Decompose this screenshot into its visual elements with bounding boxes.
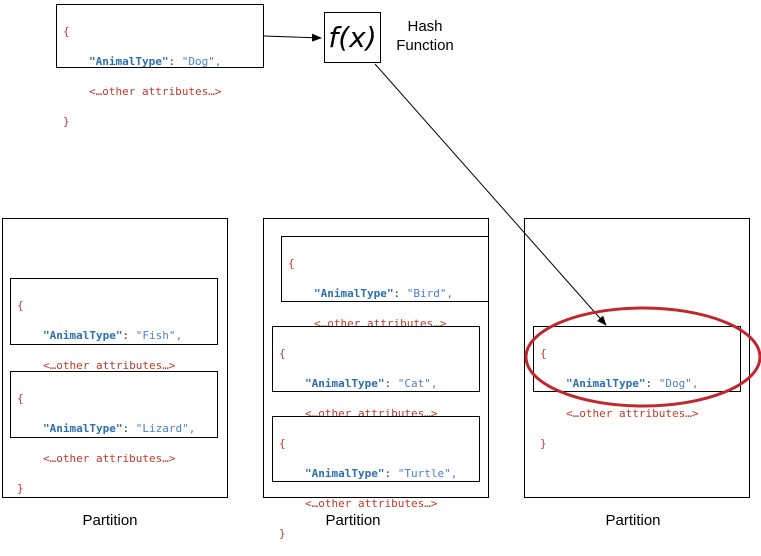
record-open-brace: {: [63, 25, 70, 38]
partition-3-record-1: { "AnimalType": "Dog", <…other attribute…: [533, 326, 741, 450]
record-other-attributes: <…other attributes…>: [89, 85, 222, 98]
record-colon: :: [168, 55, 182, 68]
highlight-ellipse: [524, 306, 761, 408]
partition-1-record-1: { "AnimalType": "Fish", <…other attribut…: [10, 278, 218, 402]
connectors: [263, 33, 761, 408]
hash-function-label: Hash Function: [396, 18, 454, 54]
hash-function-box: f(x): [324, 12, 381, 63]
arrow-hash-to-partition: [374, 63, 607, 326]
record-close-brace: }: [63, 115, 70, 128]
input-record: { "AnimalType": "Dog", <…other attribute…: [56, 4, 264, 128]
partition-2-record-3: { "AnimalType": "Turtle", <…other attrib…: [272, 416, 480, 540]
arrow-record-to-hash: [263, 33, 322, 42]
partition-2-label: Partition: [325, 512, 381, 529]
partition-3-label: Partition: [605, 512, 661, 529]
partition-2-record-2: { "AnimalType": "Cat", <…other attribute…: [272, 326, 480, 450]
partition-1: [2, 218, 228, 498]
partition-2-record-1: { "AnimalType": "Bird", <…other attribut…: [281, 236, 489, 360]
partition-1-label: Partition: [82, 512, 138, 529]
record-value: "Dog",: [181, 55, 222, 68]
record-key: "AnimalType": [89, 55, 169, 68]
partition-1-record-2: { "AnimalType": "Lizard", <…other attrib…: [10, 371, 218, 495]
